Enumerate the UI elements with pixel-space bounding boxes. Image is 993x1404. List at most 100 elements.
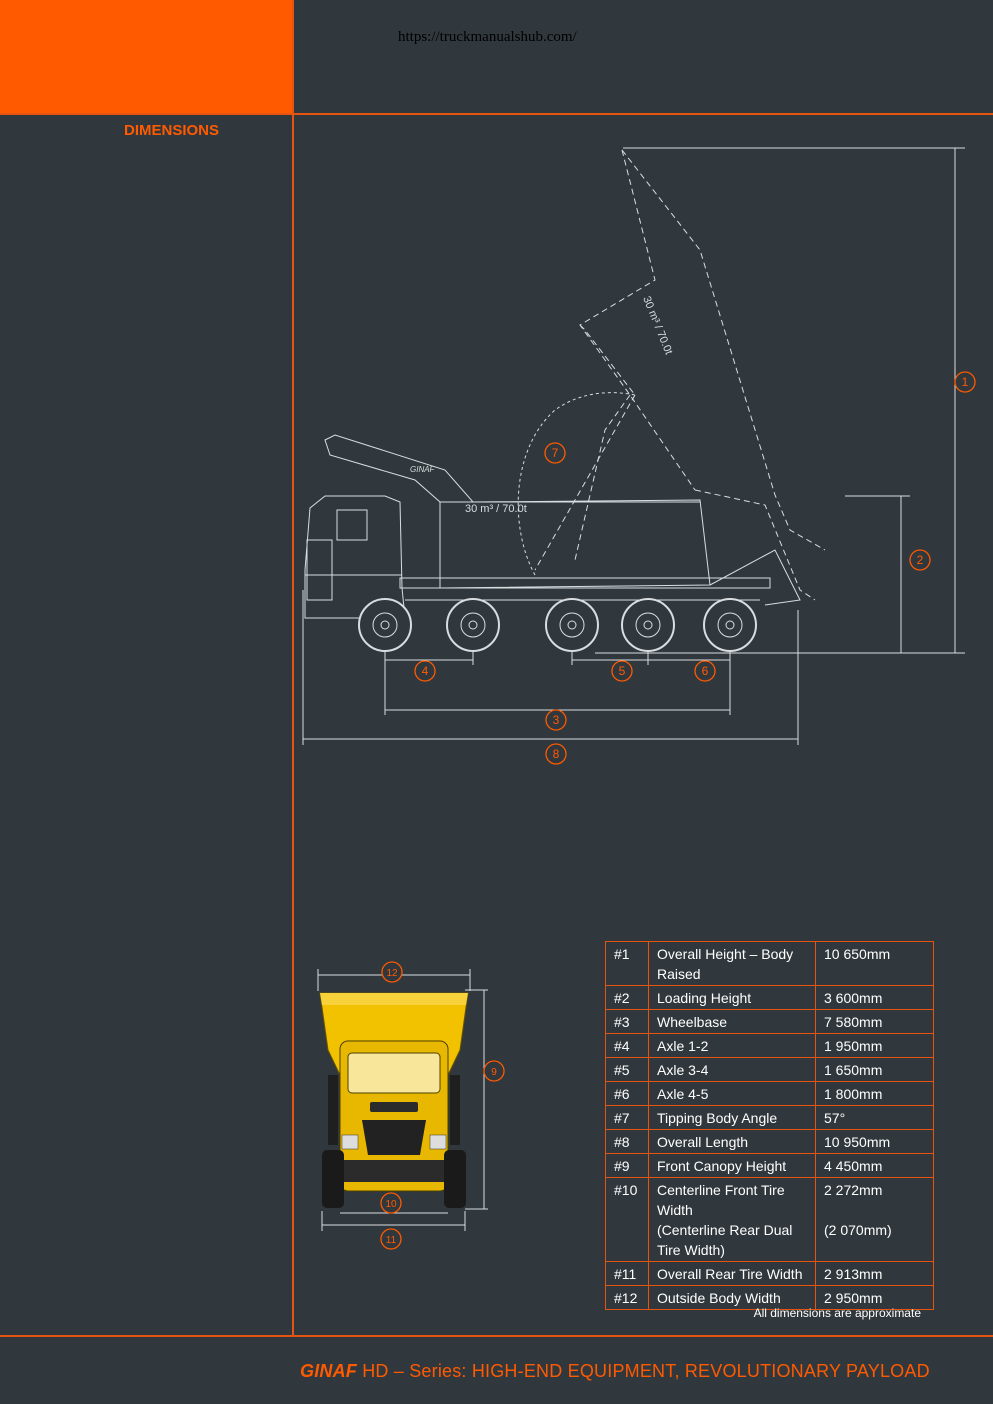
svg-text:9: 9 <box>491 1067 497 1078</box>
header-url[interactable]: https://truckmanualshub.com/ <box>398 29 577 45</box>
row-label: Centerline Front Tire Width <box>657 1182 785 1218</box>
svg-text:4: 4 <box>422 664 429 678</box>
table-cell: #9 <box>605 1153 649 1178</box>
table-cell: 7 580mm <box>815 1009 934 1034</box>
row-sub-label: (Centerline Rear Dual Tire Width) <box>657 1222 793 1258</box>
svg-text:2: 2 <box>917 553 924 567</box>
callout-2: 2 <box>909 549 931 571</box>
table-cell: Overall Length <box>648 1129 816 1154</box>
table-cell: 1 950mm <box>815 1033 934 1058</box>
wheel-axle-5 <box>703 598 757 652</box>
table-cell: Axle 3-4 <box>648 1057 816 1082</box>
front-tire-left <box>322 1150 344 1208</box>
svg-text:6: 6 <box>702 664 709 678</box>
callout-1: 1 <box>954 371 976 393</box>
table-cell: #10 <box>605 1177 649 1262</box>
svg-text:11: 11 <box>386 1235 397 1246</box>
callout-9: 9 <box>483 1060 505 1082</box>
raised-body-outline <box>534 149 826 601</box>
svg-text:8: 8 <box>553 747 560 761</box>
table-cell: #8 <box>605 1129 649 1154</box>
callout-7: 7 <box>544 442 566 464</box>
table-cell: 3 600mm <box>815 985 934 1010</box>
tipping-arc <box>517 392 636 576</box>
table-cell: #3 <box>605 1009 649 1034</box>
vertical-divider <box>292 0 294 1337</box>
table-cell: 2 913mm <box>815 1261 934 1286</box>
table-cell: #7 <box>605 1105 649 1130</box>
table-cell: Outside Body Width <box>648 1285 816 1310</box>
svg-text:5: 5 <box>619 664 626 678</box>
table-cell: #4 <box>605 1033 649 1058</box>
chassis-frame <box>399 577 771 589</box>
callout-4: 4 <box>414 660 436 682</box>
table-cell: #2 <box>605 985 649 1010</box>
callout-6: 6 <box>694 660 716 682</box>
wheel-axle-2 <box>446 598 500 652</box>
header-divider <box>0 113 993 115</box>
cab-outline <box>304 495 406 619</box>
table-cell: Axle 4-5 <box>648 1081 816 1106</box>
table-cell: Axle 1-2 <box>648 1033 816 1058</box>
table-cell: Front Canopy Height <box>648 1153 816 1178</box>
table-row: #10 Centerline Front Tire Width (Centerli… <box>605 1177 934 1262</box>
table-cell: Loading Height <box>648 985 816 1010</box>
table-cell: #11 <box>605 1261 649 1286</box>
table-cell: Tipping Body Angle <box>648 1105 816 1130</box>
table-cell: 2 272mm(2 070mm) <box>815 1177 934 1262</box>
table-cell: Overall Height – Body Raised <box>648 941 816 986</box>
footer-brand: GINAF <box>300 1361 357 1381</box>
table-cell: 57° <box>815 1105 934 1130</box>
table-cell: Centerline Front Tire Width (Centerline R… <box>648 1177 816 1262</box>
front-windshield <box>347 1052 441 1094</box>
callout-8: 8 <box>545 743 567 765</box>
callout-11: 11 <box>380 1228 402 1250</box>
table-cell: Overall Rear Tire Width <box>648 1261 816 1286</box>
table-cell: 1 650mm <box>815 1057 934 1082</box>
svg-text:12: 12 <box>386 968 398 979</box>
approximation-note: All dimensions are approximate <box>753 1306 921 1320</box>
callout-12: 12 <box>381 961 403 983</box>
table-cell: 4 450mm <box>815 1153 934 1178</box>
svg-text:7: 7 <box>552 446 559 460</box>
svg-text:3: 3 <box>553 713 560 727</box>
table-cell: 2 950mm <box>815 1285 934 1310</box>
table-cell: #12 <box>605 1285 649 1310</box>
table-cell: 10 950mm <box>815 1129 934 1154</box>
svg-text:10: 10 <box>385 1199 397 1210</box>
brand-label: GINAF <box>410 465 436 474</box>
callout-10: 10 <box>380 1192 402 1214</box>
svg-text:1: 1 <box>962 375 969 389</box>
wheel-axle-4 <box>621 598 675 652</box>
table-cell: #6 <box>605 1081 649 1106</box>
front-bumper <box>340 1160 448 1182</box>
table-cell: #5 <box>605 1057 649 1082</box>
footer-tagline: GINAF HD – Series: HIGH-END EQUIPMENT, R… <box>300 1361 930 1382</box>
callout-5: 5 <box>611 660 633 682</box>
front-tire-right <box>444 1150 466 1208</box>
table-cell: 10 650mm <box>815 941 934 986</box>
body-capacity-label: 30 m³ / 70.0t <box>465 503 527 515</box>
wheel-axle-3 <box>545 598 599 652</box>
header-accent-block <box>0 0 293 113</box>
section-title: DIMENSIONS <box>124 122 220 139</box>
table-cell: Wheelbase <box>648 1009 816 1034</box>
table-cell: #1 <box>605 941 649 986</box>
wheel-axle-1 <box>358 598 412 652</box>
front-view-drawing: 12 9 10 11 <box>317 961 505 1250</box>
footer-divider <box>0 1335 993 1337</box>
body-capacity-label-raised: 30 m³ / 70.0t <box>640 295 674 357</box>
footer-text: HD – Series: HIGH-END EQUIPMENT, REVOLUT… <box>357 1361 930 1381</box>
